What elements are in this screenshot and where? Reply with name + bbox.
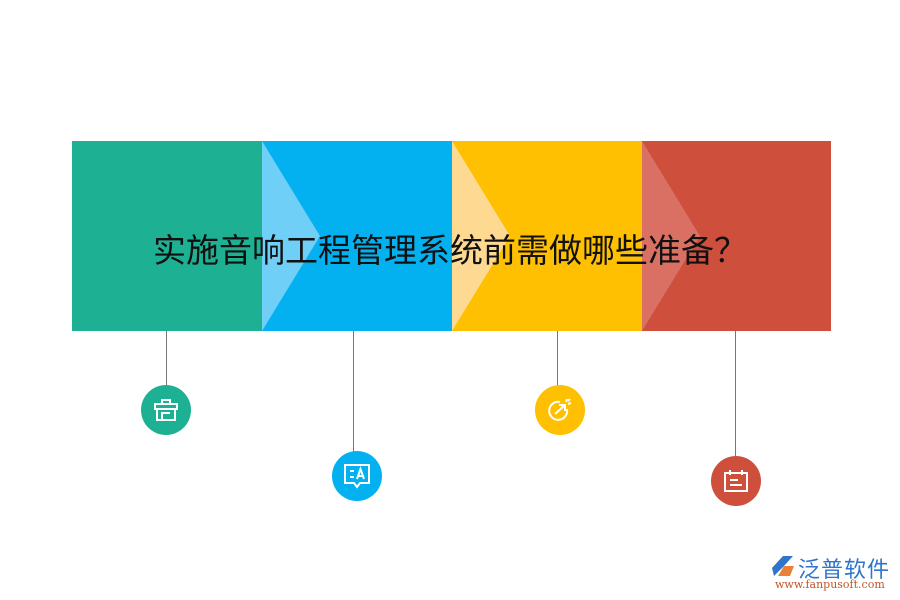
connector-line-1: [166, 331, 167, 386]
logo-brand: 泛普软件: [798, 558, 891, 583]
node-step-3: [535, 385, 585, 435]
segment-step-2: [262, 141, 452, 331]
fanpu-logo: 泛普软件 www.fanpusoft.com: [768, 552, 893, 592]
chevron-icon: [642, 141, 700, 331]
logo-url: www.fanpusoft.com: [775, 578, 885, 591]
calendar-icon: [724, 470, 748, 492]
node-step-1: [141, 385, 191, 435]
fanpu-logo-icon: [772, 556, 794, 576]
connector-line-2: [353, 331, 354, 453]
step-band: [72, 141, 831, 331]
launch-arrow-icon: [548, 398, 572, 421]
chevron-icon: [452, 141, 510, 331]
translate-chat-icon: [344, 464, 370, 489]
connector-line-4: [735, 331, 736, 456]
connector-line-3: [557, 331, 558, 386]
page-title: 实施音响工程管理系统前需做哪些准备？: [153, 231, 747, 270]
chevron-icon: [262, 141, 320, 331]
segment-step-3: [452, 141, 642, 331]
toolbox-icon: [154, 399, 178, 421]
segment-step-4: [642, 141, 831, 331]
node-step-4: [711, 456, 761, 506]
segment-step-1: [72, 141, 262, 331]
node-step-2: [332, 451, 382, 501]
